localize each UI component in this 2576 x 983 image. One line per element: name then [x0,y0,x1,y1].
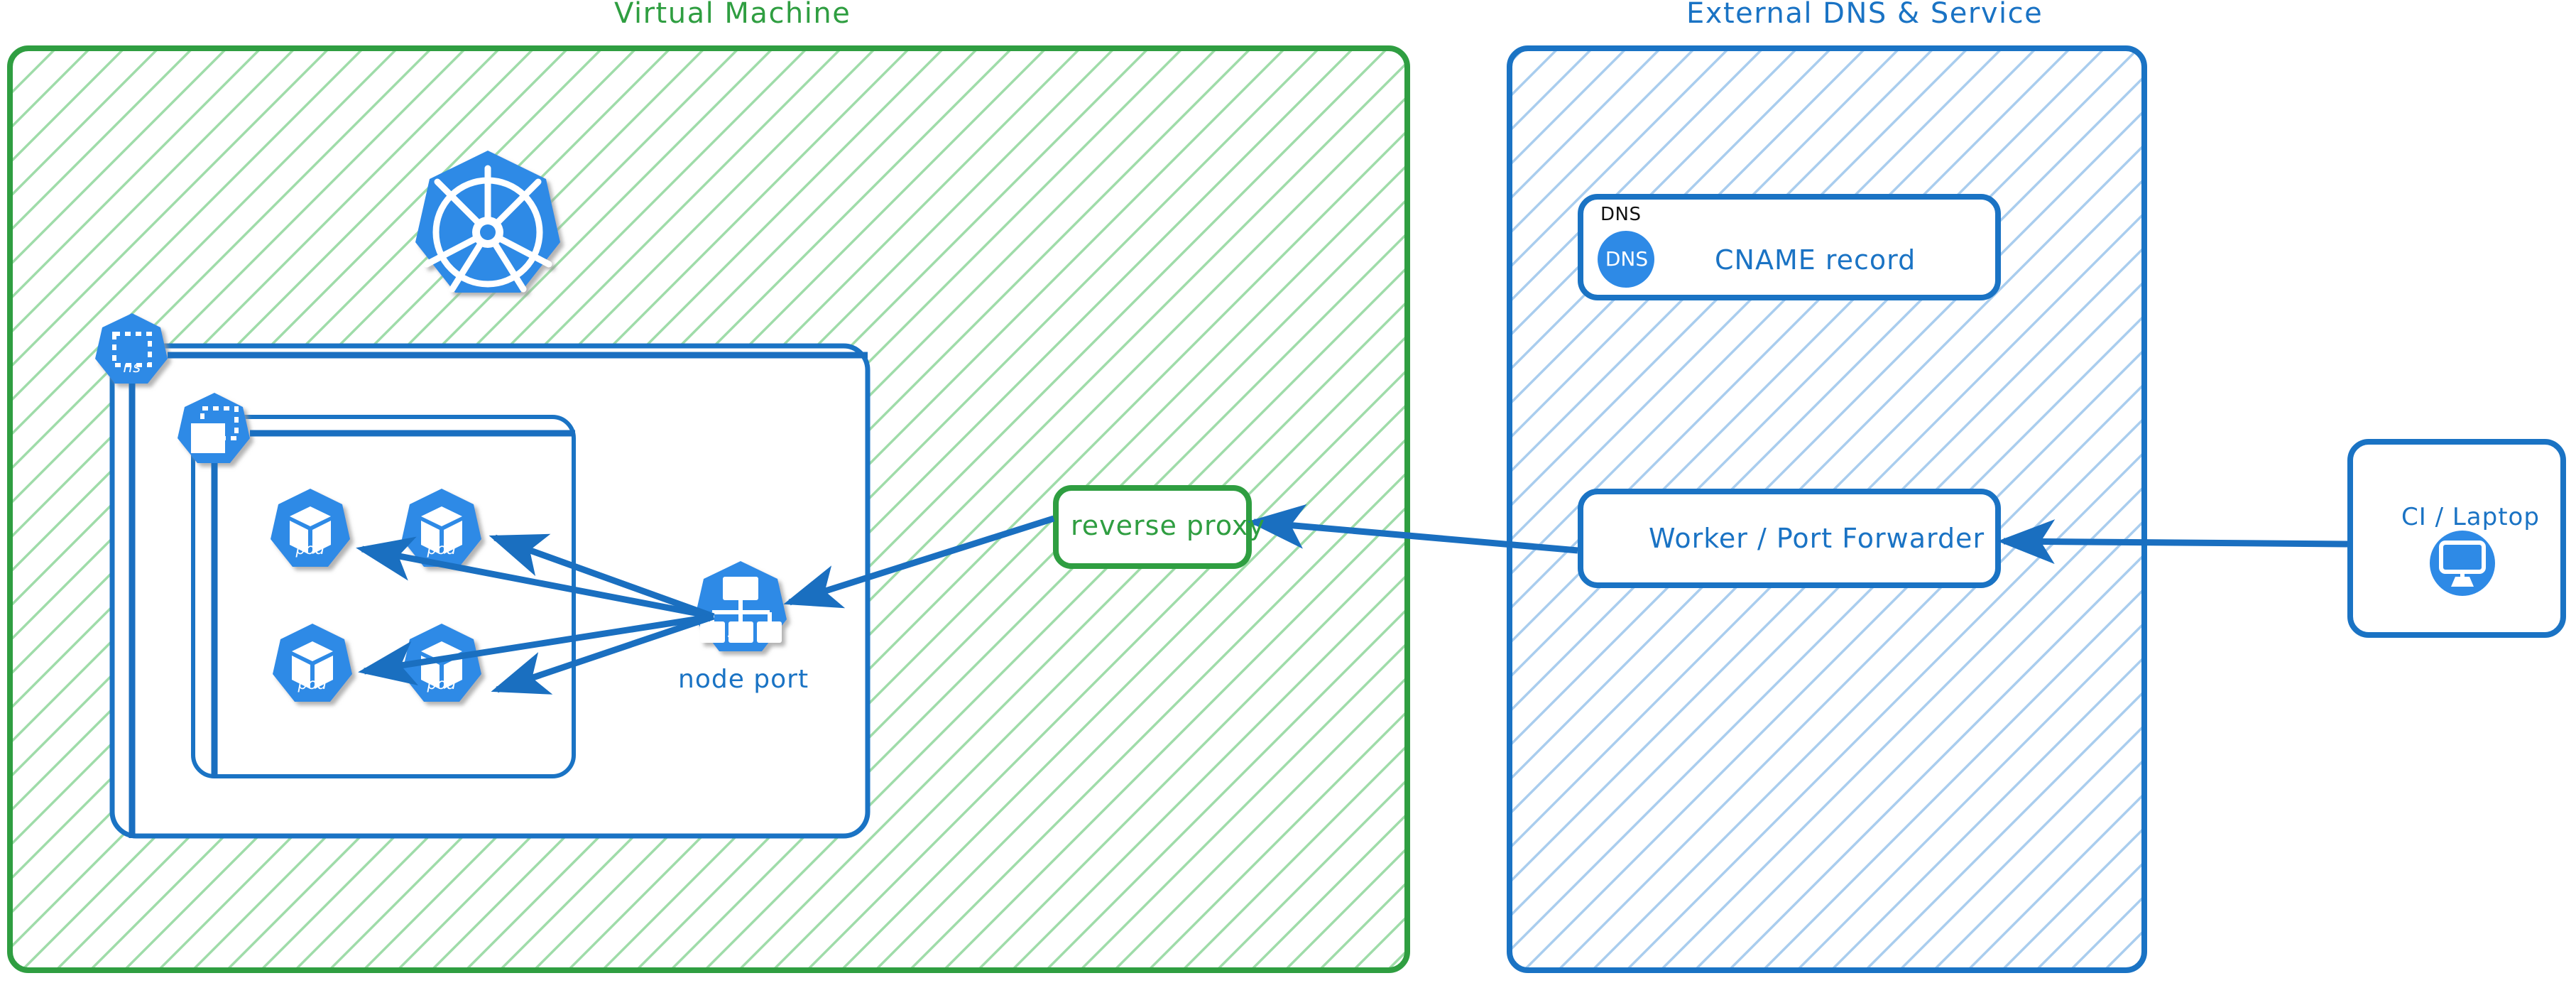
arrow-svc-to-pod-3 [358,613,714,685]
kubernetes-svc-icon [694,561,787,651]
worker-card-box[interactable] [1578,489,2001,588]
arrow-svc-to-pod-2 [489,533,715,620]
dns-circle-icon [1598,231,1654,288]
connection-arrows [356,504,2348,695]
kubernetes-pod-icon-1 [271,489,350,567]
arrow-svc-to-pod-1 [356,536,714,620]
arrow-reverse-proxy-to-svc [783,515,1055,609]
replicaset-container [191,415,576,778]
kubernetes-ns-icon [95,313,168,384]
arrow-svc-to-pod-4 [491,613,715,695]
kubernetes-pod-icon-2 [402,489,481,567]
kubernetes-pod-icon-3 [273,624,352,702]
connector-stubs [129,352,868,838]
dns-card-box[interactable] [1578,194,2001,300]
arrow-worker-to-reverse-proxy [1248,504,1578,554]
kubernetes-wheel-icon [415,151,560,293]
reverse-proxy-box[interactable] [1053,485,1252,569]
kubernetes-rs-icon [178,393,250,463]
arrow-ci-to-worker [1997,519,2348,565]
desktop-monitor-icon [2430,531,2495,596]
